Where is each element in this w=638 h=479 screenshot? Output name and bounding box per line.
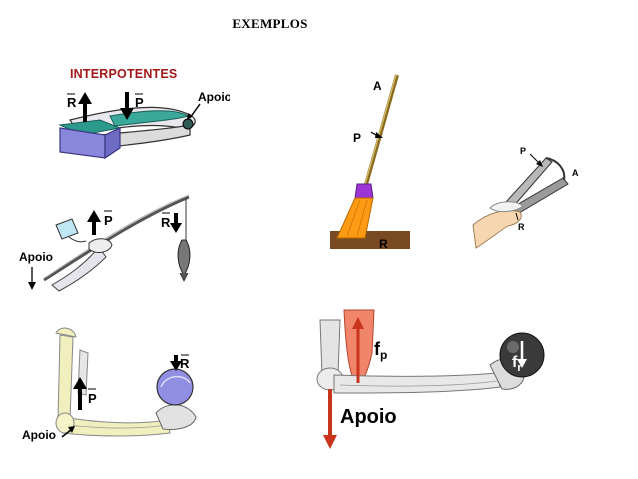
label-apoio-arm: Apoio [340, 406, 397, 428]
label-apoio-3: Apoio [22, 428, 56, 442]
label-p-1: P [135, 95, 144, 110]
example-clamp-illustration: R P Apoio [50, 80, 230, 165]
section-label-interpotentes: INTERPOTENTES [70, 67, 177, 81]
page-title: EXEMPLOS [0, 16, 540, 32]
label-broom-p: P [353, 131, 361, 145]
label-tongs-a: A [572, 168, 579, 178]
example-tongs-illustration: P A R [468, 140, 593, 255]
label-r-3: R [180, 356, 190, 371]
example-broom-illustration: A P R [325, 70, 425, 255]
example-arm-forces-illustration: fp fr Apoio [312, 305, 567, 455]
label-p-2: P [104, 213, 113, 228]
label-apoio-1: Apoio [198, 90, 230, 104]
example-fishing-rod-illustration: P R Apoio [14, 185, 204, 295]
label-tongs-r: R [518, 222, 525, 232]
label-apoio-2: Apoio [19, 250, 53, 264]
label-fp: fp [374, 339, 387, 362]
label-tongs-p: P [520, 146, 526, 156]
label-broom-a: A [373, 79, 382, 93]
label-r-2: R [161, 215, 171, 230]
label-p-3: P [88, 391, 97, 406]
label-r-1: R [67, 95, 77, 110]
example-forearm-illustration: P R Apoio [18, 325, 218, 450]
label-broom-r: R [379, 237, 388, 251]
